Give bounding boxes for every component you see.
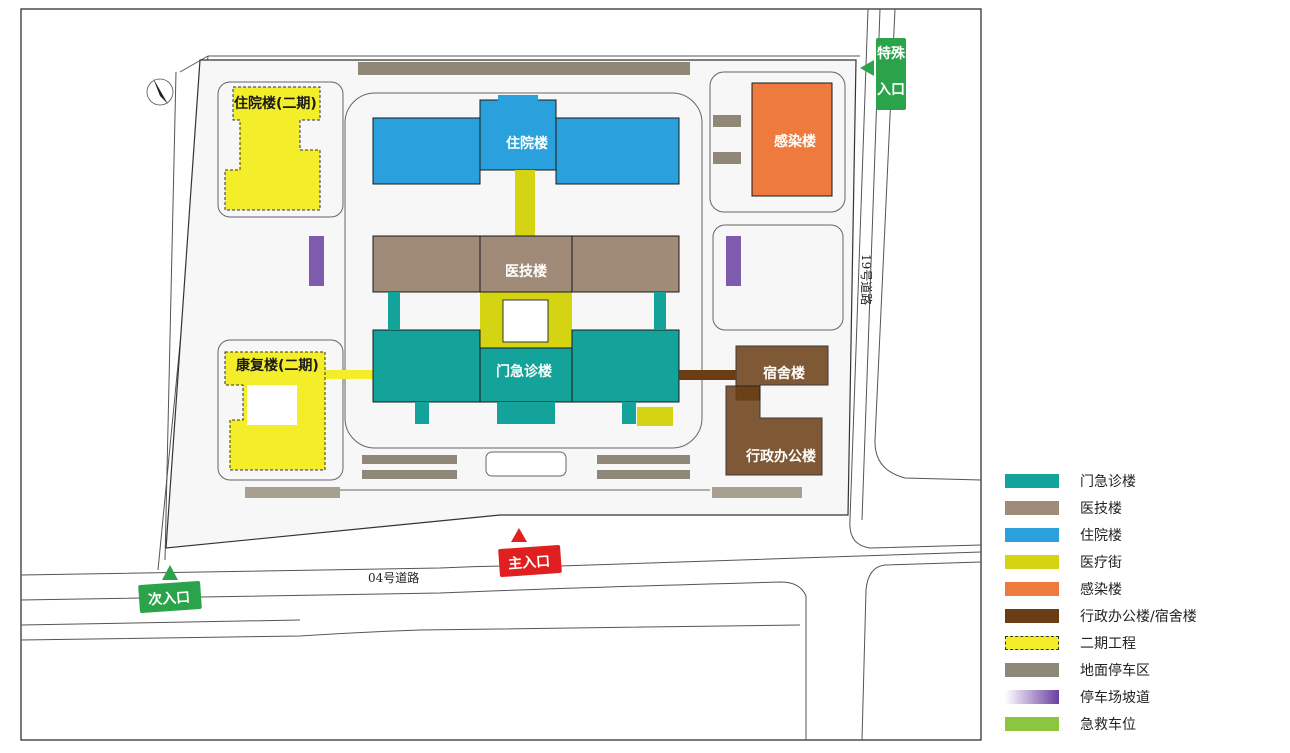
main-entrance-marker: 主入口	[498, 528, 562, 577]
ramp-left	[309, 236, 324, 286]
parking-right-2	[597, 470, 690, 479]
label-special-entrance-1: 特殊	[877, 45, 906, 62]
legend-item: 感染楼	[1005, 575, 1275, 602]
parking-bottom-left	[245, 487, 340, 498]
label-secondary-entrance: 次入口	[148, 589, 191, 609]
legend-item: 地面停车区	[1005, 656, 1275, 683]
legend-swatch	[1005, 554, 1059, 569]
ramp-right	[726, 236, 741, 286]
legend-label: 门急诊楼	[1080, 473, 1136, 490]
med-street-north	[515, 170, 535, 236]
label-admin: 行政办公楼	[745, 448, 816, 465]
label-main-entrance: 主入口	[508, 553, 551, 573]
label-inpatient-phase2: 住院楼(二期)	[234, 95, 317, 112]
map-legend: 门急诊楼医技楼住院楼医疗街感染楼行政办公楼/宿舍楼二期工程地面停车区停车场坡道急…	[1005, 467, 1275, 737]
emergency-parking	[637, 407, 673, 426]
front-plaza	[485, 451, 567, 477]
label-inpatient: 住院楼	[506, 135, 548, 152]
legend-item: 门急诊楼	[1005, 467, 1275, 494]
legend-label: 住院楼	[1080, 527, 1122, 544]
parking-infection-2	[713, 152, 741, 164]
inpatient-phase2-building	[224, 86, 321, 211]
legend-swatch	[1005, 608, 1059, 623]
inpatient-building	[372, 95, 680, 185]
legend-swatch	[1005, 500, 1059, 515]
label-east-road: 19号道路	[859, 254, 874, 305]
label-dormitory: 宿舍楼	[763, 365, 805, 382]
legend-label: 行政办公楼/宿舍楼	[1080, 608, 1197, 625]
legend-label: 急救车位	[1080, 716, 1136, 733]
legend-swatch	[1005, 527, 1059, 542]
legend-label: 地面停车区	[1080, 662, 1150, 679]
legend-item: 二期工程	[1005, 629, 1275, 656]
label-outpatient: 门急诊楼	[496, 363, 552, 380]
outpatient-building	[372, 292, 680, 424]
legend-item: 停车场坡道	[1005, 683, 1275, 710]
legend-item: 医疗街	[1005, 548, 1275, 575]
legend-label: 感染楼	[1080, 581, 1122, 598]
legend-label: 医疗街	[1080, 554, 1122, 571]
legend-item: 医技楼	[1005, 494, 1275, 521]
legend-swatch	[1005, 662, 1059, 677]
legend-swatch	[1005, 473, 1059, 488]
parking-bottom-right	[712, 487, 802, 498]
parking-left-2	[362, 470, 457, 479]
label-medtech: 医技楼	[505, 263, 547, 280]
label-south-road: 04号道路	[368, 570, 419, 585]
legend-label: 停车场坡道	[1080, 689, 1150, 706]
legend-label: 二期工程	[1080, 635, 1136, 652]
legend-swatch	[1005, 689, 1059, 704]
label-special-entrance-2: 入口	[877, 82, 905, 98]
infection-building	[751, 82, 833, 197]
admin-dormitory-building	[679, 345, 829, 476]
north-arrow-icon	[146, 78, 174, 106]
parking-left-1	[362, 455, 457, 464]
label-infection: 感染楼	[774, 133, 816, 150]
legend-swatch	[1005, 635, 1059, 650]
special-entrance-marker: 特殊 入口	[860, 38, 906, 110]
parking-infection-1	[713, 115, 741, 127]
label-rehab-phase2: 康复楼(二期)	[236, 357, 319, 374]
legend-label: 医技楼	[1080, 500, 1122, 517]
legend-item: 急救车位	[1005, 710, 1275, 737]
legend-item: 住院楼	[1005, 521, 1275, 548]
rehab-phase2-building	[224, 351, 326, 471]
legend-swatch	[1005, 581, 1059, 596]
parking-top	[358, 62, 690, 75]
phase2-corridor	[322, 370, 374, 379]
secondary-entrance-marker: 次入口	[138, 565, 202, 613]
medtech-building	[372, 235, 680, 293]
courtyard	[502, 299, 549, 343]
legend-item: 行政办公楼/宿舍楼	[1005, 602, 1275, 629]
internal-roads	[217, 71, 846, 491]
legend-swatch	[1005, 716, 1059, 731]
parking-right-1	[597, 455, 690, 464]
